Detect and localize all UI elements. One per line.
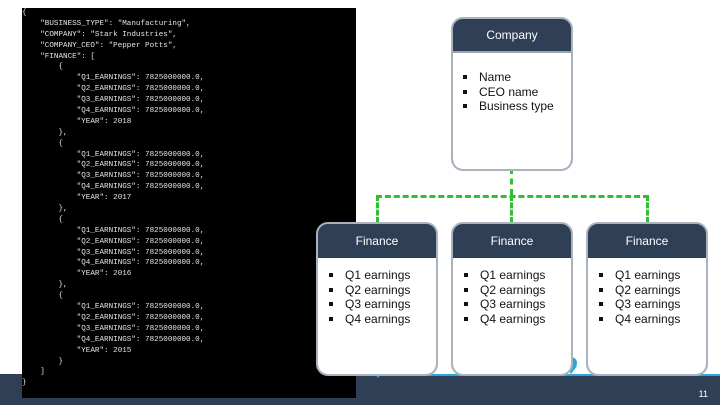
list-item: Q1 earnings <box>599 268 680 283</box>
code-line: "COMPANY_CEO": "Pepper Potts", <box>22 41 177 50</box>
finance-node-2: Finance Q1 earnings Q2 earnings Q3 earni… <box>451 222 573 376</box>
finance-node-header: Finance <box>588 224 706 260</box>
code-line: "Q3_EARNINGS": 7825000000.0, <box>22 324 205 333</box>
company-node-body: Name CEO name Business type <box>453 53 571 169</box>
connector-finance-left <box>376 195 379 223</box>
code-line: { <box>22 292 64 301</box>
company-attribute-list: Name CEO name Business type <box>463 70 554 114</box>
code-line: "COMPANY": "Stark Industries", <box>22 30 177 39</box>
code-line: "Q3_EARNINGS": 7825000000.0, <box>22 248 205 257</box>
json-code-panel: { "BUSINESS_TYPE": "Manufacturing", "COM… <box>22 8 356 398</box>
code-line: "FINANCE": [ <box>22 52 95 61</box>
company-node: Company Name CEO name Business type <box>451 17 573 171</box>
finance-node-1: Finance Q1 earnings Q2 earnings Q3 earni… <box>316 222 438 376</box>
code-line: "Q4_EARNINGS": 7825000000.0, <box>22 335 205 344</box>
code-line: "Q1_EARNINGS": 7825000000.0, <box>22 303 205 312</box>
page-number: 11 <box>698 389 708 399</box>
finance-node-header: Finance <box>318 224 436 260</box>
code-line: { <box>22 9 27 17</box>
finance-node-header: Finance <box>453 224 571 260</box>
finance-node-title: Finance <box>625 234 669 248</box>
company-node-header: Company <box>453 19 571 53</box>
finance-node-body: Q1 earnings Q2 earnings Q3 earnings Q4 e… <box>588 258 706 374</box>
code-line: } <box>22 357 64 366</box>
list-item: Q1 earnings <box>329 268 410 283</box>
list-item: Q2 earnings <box>329 283 410 298</box>
code-line: "BUSINESS_TYPE": "Manufacturing", <box>22 19 191 28</box>
finance-node-title: Finance <box>355 234 399 248</box>
code-line: "YEAR": 2015 <box>22 346 132 355</box>
code-line: "Q3_EARNINGS": 7825000000.0, <box>22 96 205 105</box>
code-line: "Q2_EARNINGS": 7825000000.0, <box>22 237 205 246</box>
code-line: "Q2_EARNINGS": 7825000000.0, <box>22 85 205 94</box>
finance-attribute-list: Q1 earnings Q2 earnings Q3 earnings Q4 e… <box>329 268 410 326</box>
list-item: Q3 earnings <box>599 297 680 312</box>
list-item: Q2 earnings <box>464 283 545 298</box>
list-item: Q2 earnings <box>599 283 680 298</box>
code-line: } <box>22 379 27 388</box>
code-line: }, <box>22 128 68 137</box>
list-item: Q3 earnings <box>464 297 545 312</box>
json-code-block: { "BUSINESS_TYPE": "Manufacturing", "COM… <box>22 8 204 389</box>
code-line: "Q1_EARNINGS": 7825000000.0, <box>22 150 205 159</box>
code-line: }, <box>22 205 68 214</box>
code-line: { <box>22 139 64 148</box>
list-item: Q1 earnings <box>464 268 545 283</box>
list-item: Q3 earnings <box>329 297 410 312</box>
code-line: "YEAR": 2017 <box>22 194 132 203</box>
code-line: "YEAR": 2016 <box>22 270 132 279</box>
code-line: "Q2_EARNINGS": 7825000000.0, <box>22 313 205 322</box>
finance-node-body: Q1 earnings Q2 earnings Q3 earnings Q4 e… <box>453 258 571 374</box>
code-line: "YEAR": 2018 <box>22 117 132 126</box>
finance-attribute-list: Q1 earnings Q2 earnings Q3 earnings Q4 e… <box>464 268 545 326</box>
code-line: ] <box>22 368 45 377</box>
connector-company-down <box>510 168 513 195</box>
list-item: CEO name <box>463 85 554 100</box>
connector-finance-right <box>646 195 649 223</box>
list-item: Name <box>463 70 554 85</box>
finance-node-title: Finance <box>490 234 534 248</box>
list-item: Q4 earnings <box>599 312 680 327</box>
company-node-title: Company <box>486 28 538 42</box>
finance-node-3: Finance Q1 earnings Q2 earnings Q3 earni… <box>586 222 708 376</box>
code-line: { <box>22 63 64 72</box>
list-item: Q4 earnings <box>464 312 545 327</box>
code-line: "Q1_EARNINGS": 7825000000.0, <box>22 74 205 83</box>
connector-finance-center <box>510 195 513 223</box>
code-line: "Q4_EARNINGS": 7825000000.0, <box>22 107 205 116</box>
code-line: { <box>22 215 64 224</box>
code-line: "Q3_EARNINGS": 7825000000.0, <box>22 172 205 181</box>
list-item: Business type <box>463 99 554 114</box>
code-line: }, <box>22 281 68 290</box>
code-line: "Q1_EARNINGS": 7825000000.0, <box>22 226 205 235</box>
code-line: "Q4_EARNINGS": 7825000000.0, <box>22 259 205 268</box>
finance-node-body: Q1 earnings Q2 earnings Q3 earnings Q4 e… <box>318 258 436 374</box>
finance-attribute-list: Q1 earnings Q2 earnings Q3 earnings Q4 e… <box>599 268 680 326</box>
list-item: Q4 earnings <box>329 312 410 327</box>
code-line: "Q4_EARNINGS": 7825000000.0, <box>22 183 205 192</box>
code-line: "Q2_EARNINGS": 7825000000.0, <box>22 161 205 170</box>
